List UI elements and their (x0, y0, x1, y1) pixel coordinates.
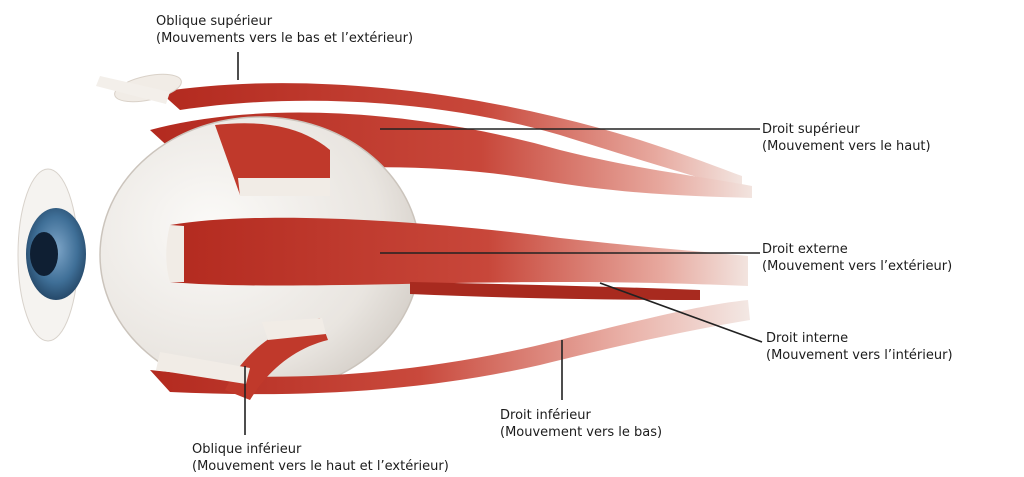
medial-rectus-muscle (410, 282, 700, 300)
label-droit-externe: Droit externe (Mouvement vers l’extérieu… (762, 241, 952, 275)
label-droit-superieur-action: (Mouvement vers le haut) (762, 138, 931, 155)
label-oblique-inferieur-name: Oblique inférieur (192, 441, 449, 458)
label-droit-inferieur: Droit inférieur (Mouvement vers le bas) (500, 407, 662, 441)
lateral-rectus-muscle (170, 218, 748, 286)
label-droit-interne-action: (Mouvement vers l’intérieur) (766, 347, 953, 364)
label-oblique-superieur: Oblique supérieur (Mouvements vers le ba… (156, 13, 413, 47)
label-droit-inferieur-name: Droit inférieur (500, 407, 662, 424)
label-oblique-superieur-action: (Mouvements vers le bas et l’extérieur) (156, 30, 413, 47)
label-oblique-inferieur: Oblique inférieur (Mouvement vers le hau… (192, 441, 449, 475)
label-droit-superieur: Droit supérieur (Mouvement vers le haut) (762, 121, 931, 155)
label-droit-externe-action: (Mouvement vers l’extérieur) (762, 258, 952, 275)
label-droit-externe-name: Droit externe (762, 241, 952, 258)
pupil (30, 232, 58, 276)
label-droit-superieur-name: Droit supérieur (762, 121, 931, 138)
label-oblique-inferieur-action: (Mouvement vers le haut et l’extérieur) (192, 458, 449, 475)
label-oblique-superieur-name: Oblique supérieur (156, 13, 413, 30)
label-droit-inferieur-action: (Mouvement vers le bas) (500, 424, 662, 441)
label-droit-interne-name: Droit interne (766, 330, 953, 347)
label-droit-interne: Droit interne (Mouvement vers l’intérieu… (766, 330, 953, 364)
